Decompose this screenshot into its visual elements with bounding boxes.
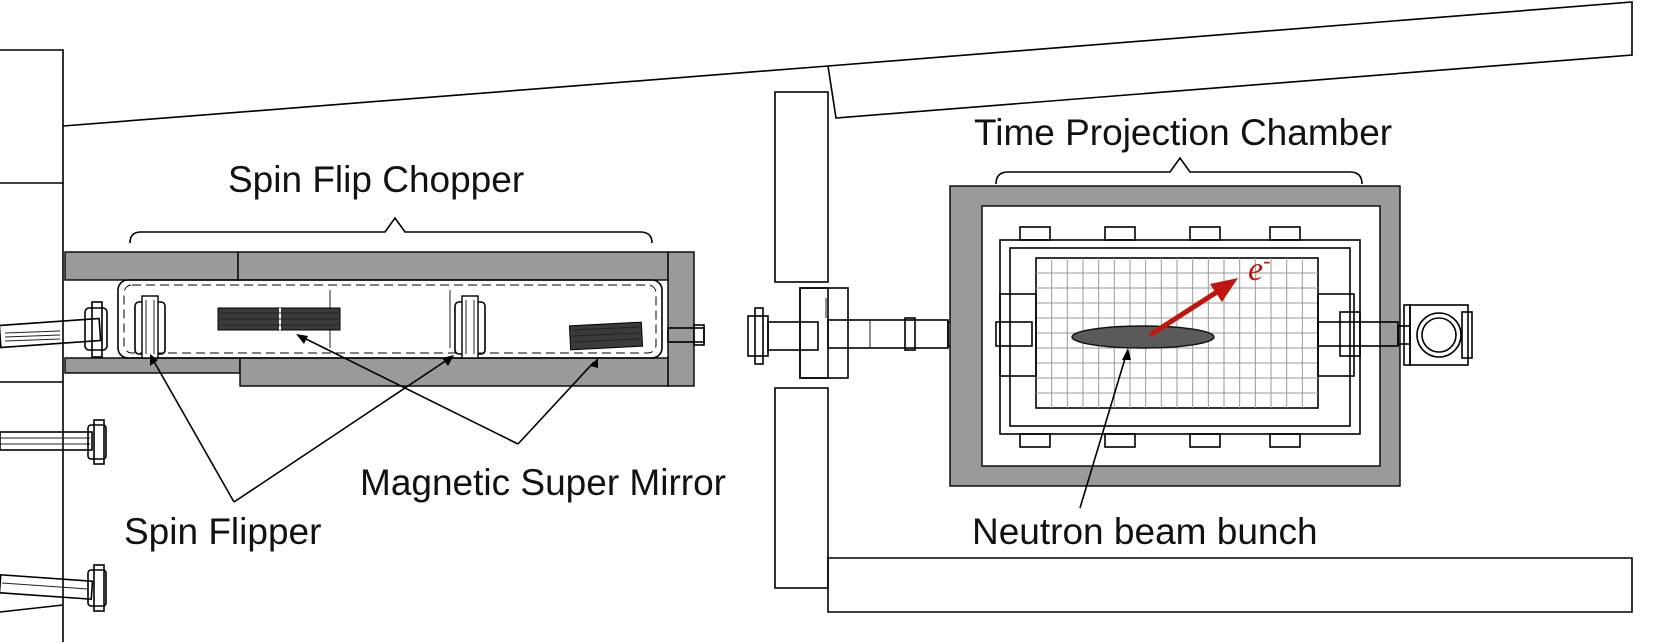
electron-track-arrow [1148, 287, 1222, 338]
leader-lines [150, 334, 1131, 509]
central-beamline [747, 287, 1015, 379]
tpc-assembly [949, 185, 1401, 487]
label-spin-flip-chopper: Spin Flip Chopper [228, 159, 524, 200]
label-electron: e- [1248, 248, 1270, 288]
spin-flip-chopper-assembly [64, 251, 705, 387]
tpc-brace [995, 156, 1363, 185]
right-end-flange [1397, 304, 1473, 366]
label-magnetic-super-mirror: Magnetic Super Mirror [360, 462, 726, 503]
bottom-long-wall [827, 557, 1633, 613]
left-beamline-fragments [0, 301, 108, 612]
label-neutron-beam-bunch: Neutron beam bunch [972, 511, 1318, 552]
neutron-beam-bunch-ellipse [1071, 325, 1215, 349]
label-spin-flipper: Spin Flipper [124, 511, 321, 552]
top-long-wall [62, 1, 1633, 127]
gap-wall-blocks [774, 91, 829, 589]
electron-symbol: e [1248, 251, 1263, 288]
electron-arrowhead [1210, 278, 1238, 302]
label-time-projection-chamber: Time Projection Chamber [974, 112, 1392, 153]
left-wall [0, 49, 64, 642]
spin-flip-chopper-brace [129, 216, 653, 244]
electron-superscript: - [1263, 248, 1270, 273]
